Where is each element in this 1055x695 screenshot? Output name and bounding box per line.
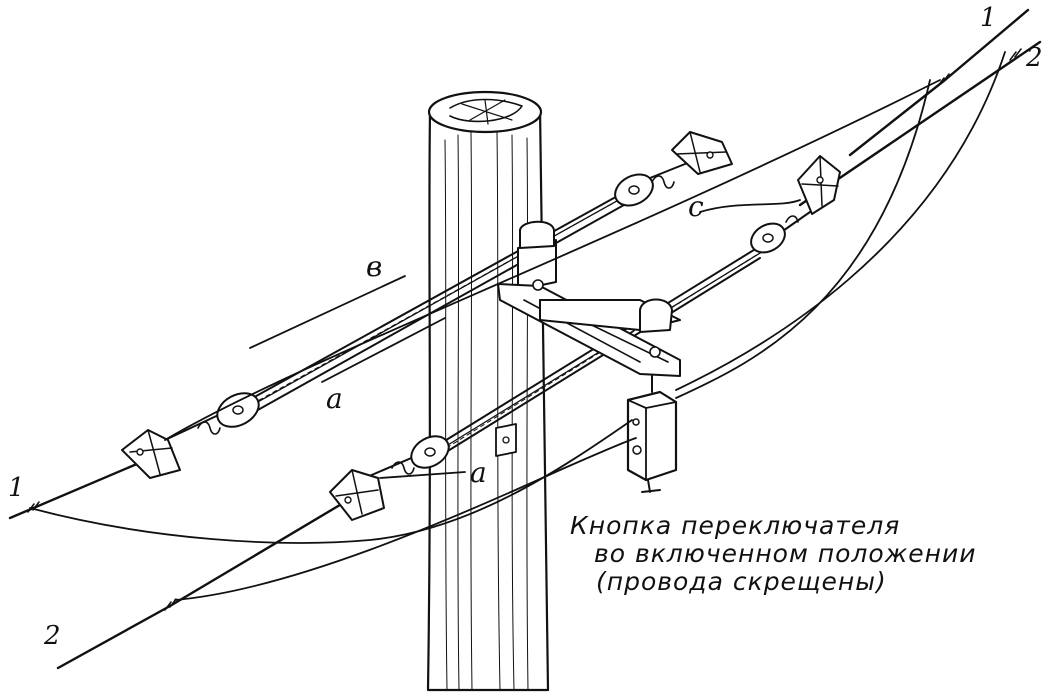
caption-line-2: во включенном положении xyxy=(594,539,976,568)
pulley-lower-2 xyxy=(410,435,450,469)
pulley-upper-2 xyxy=(750,222,786,254)
bracket-left-upper xyxy=(121,429,181,479)
switch-box xyxy=(626,375,678,493)
upper-pulley-traverse xyxy=(164,157,701,441)
caption-line-3: (провода скрещены) xyxy=(596,567,887,596)
pole xyxy=(426,90,550,692)
bracket-right-lower xyxy=(797,155,841,215)
wire-1-label-left: 1 xyxy=(8,473,25,503)
wire-2 xyxy=(56,40,1042,670)
label-a-lower: a xyxy=(470,456,487,489)
label-a-upper: a xyxy=(326,382,343,415)
wire-2-label-left: 2 xyxy=(43,621,61,651)
wire-2-label-top: 2 xyxy=(1025,43,1043,73)
pulley-upper-right xyxy=(614,173,654,207)
label-b: в xyxy=(366,250,382,283)
bracket-right-upper xyxy=(671,131,733,175)
wire-1-label-top: 1 xyxy=(980,3,997,33)
crossing-wires xyxy=(29,51,1006,601)
leader-lines xyxy=(249,275,466,479)
caption-line-1: Кнопка переключателя xyxy=(570,511,900,540)
pulley-lower-left xyxy=(216,392,260,428)
bracket-left-lower xyxy=(329,469,385,521)
label-c: c xyxy=(688,190,704,223)
